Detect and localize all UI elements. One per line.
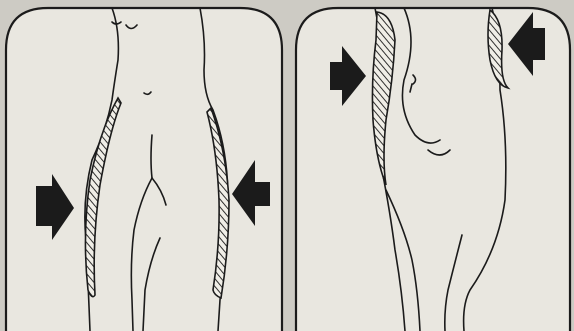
panel-front-view (6, 8, 282, 331)
panel-frame-front (6, 8, 282, 331)
panel-side-view (296, 8, 570, 331)
